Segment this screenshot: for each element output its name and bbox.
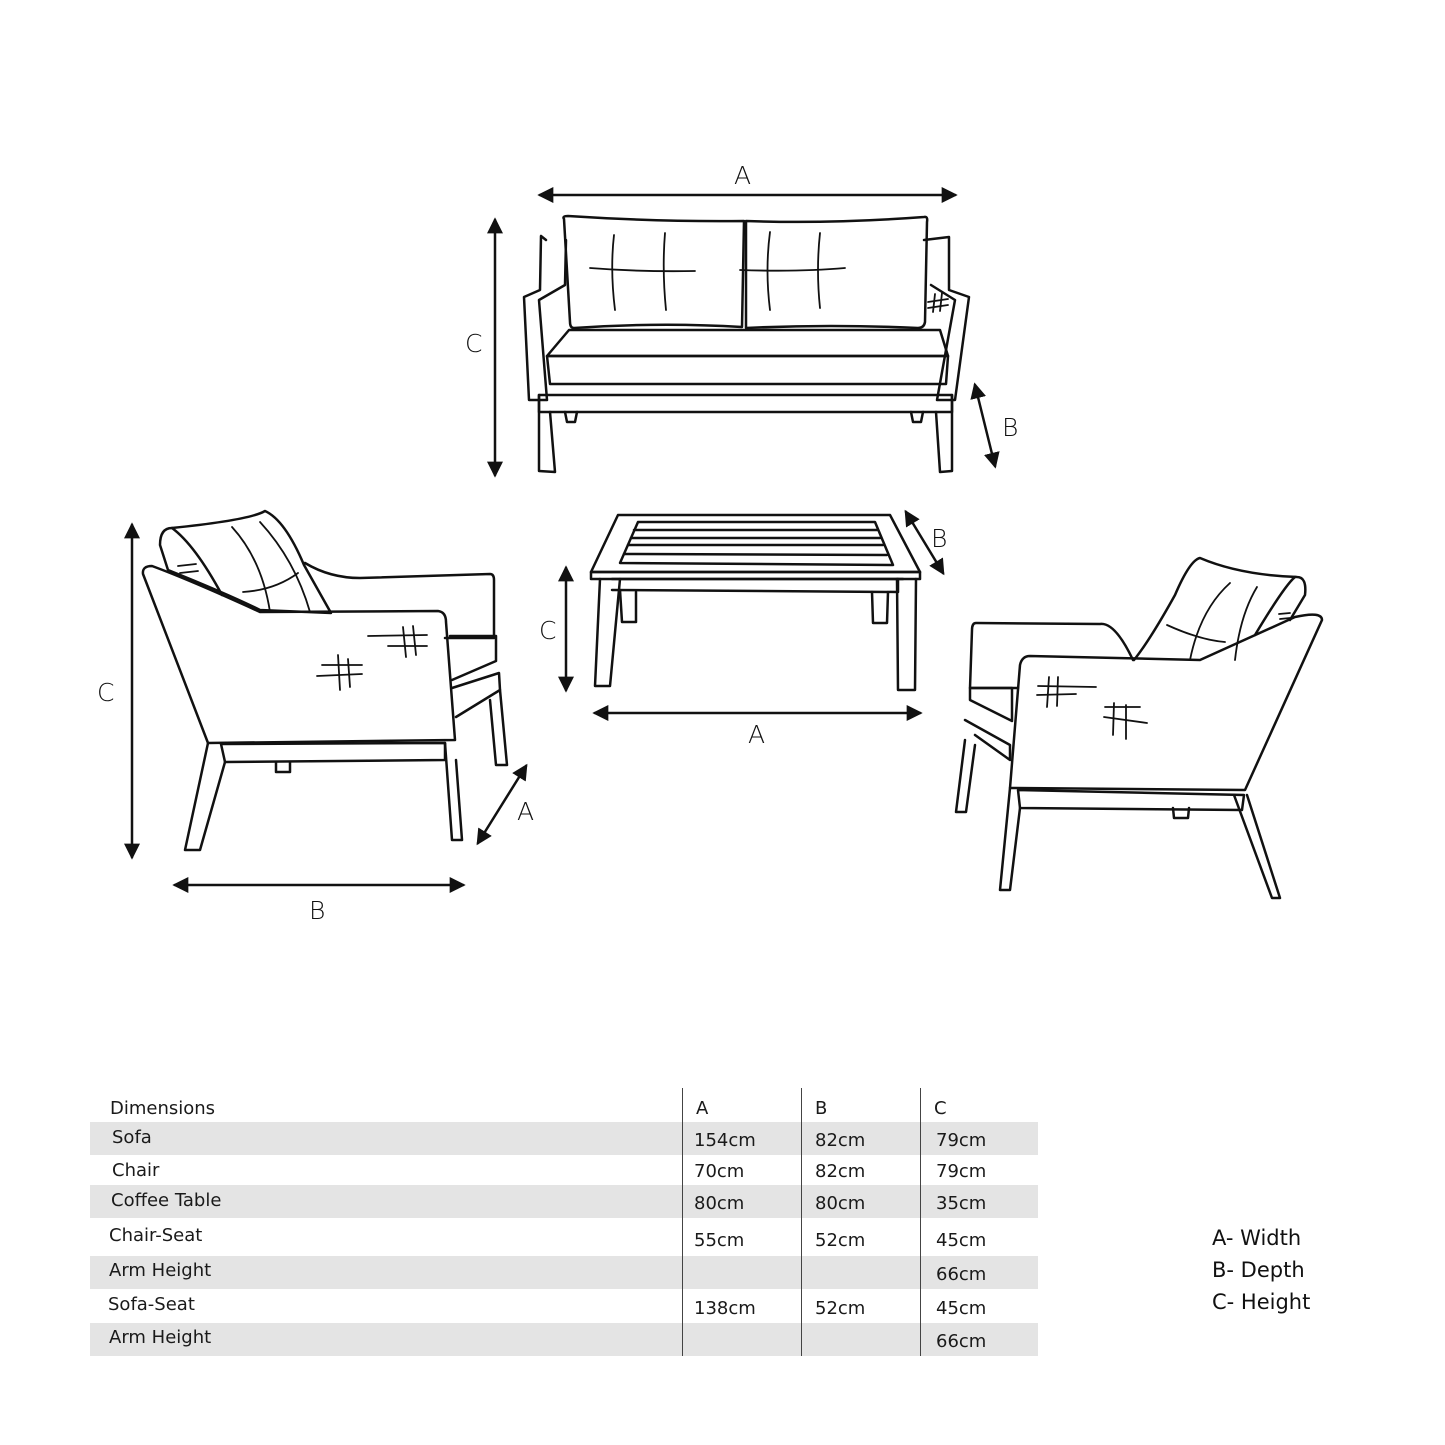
table-height-label: C xyxy=(539,616,557,645)
row-name: Arm Height xyxy=(109,1327,212,1348)
cell-c: 45cm xyxy=(936,1298,987,1319)
header-a: A xyxy=(696,1098,709,1119)
table-row: Sofa-Seat 138cm 52cm 45cm xyxy=(90,1289,1038,1322)
cell-c: 66cm xyxy=(936,1331,987,1352)
cell-a: 55cm xyxy=(694,1230,745,1251)
table-row: Arm Height 66cm xyxy=(90,1256,1038,1289)
coffee-table-drawing xyxy=(558,509,945,721)
chair-height-label: C xyxy=(97,678,115,707)
table-row: Chair-Seat 55cm 52cm 45cm xyxy=(90,1219,1038,1252)
left-chair-drawing xyxy=(124,509,528,893)
furniture-diagram: A C B C B A B C A xyxy=(97,161,1324,925)
table-row: Coffee Table 80cm 80cm 35cm xyxy=(90,1185,1038,1218)
cell-a: 154cm xyxy=(694,1130,756,1151)
cell-b: 82cm xyxy=(815,1130,866,1151)
table-row: Sofa 154cm 82cm 79cm xyxy=(90,1122,1038,1155)
cell-a: 138cm xyxy=(694,1298,756,1319)
sofa-height-label: C xyxy=(465,329,483,358)
column-divider xyxy=(682,1088,683,1356)
sofa-width-label: A xyxy=(734,161,752,190)
row-name: Chair xyxy=(112,1160,160,1181)
row-name: Arm Height xyxy=(109,1260,212,1281)
dimension-legend: A- Width B- Depth C- Height xyxy=(1212,1222,1310,1318)
table-row: Chair 70cm 82cm 79cm xyxy=(90,1155,1038,1188)
cell-c: 45cm xyxy=(936,1230,987,1251)
chair-width-label: A xyxy=(517,797,535,826)
legend-depth: B- Depth xyxy=(1212,1258,1305,1282)
legend-height: C- Height xyxy=(1212,1290,1311,1314)
header-dimensions: Dimensions xyxy=(110,1098,216,1119)
chair-depth-label: B xyxy=(309,896,326,925)
cell-b: 52cm xyxy=(815,1298,866,1319)
cell-b: 52cm xyxy=(815,1230,866,1251)
right-chair-drawing xyxy=(954,556,1324,900)
table-depth-label: B xyxy=(931,524,948,553)
cell-b: 80cm xyxy=(815,1193,866,1214)
cell-a: 70cm xyxy=(694,1161,745,1182)
sofa-depth-label: B xyxy=(1002,413,1019,442)
row-name: Chair-Seat xyxy=(109,1225,203,1246)
sofa-drawing xyxy=(487,187,1000,478)
header-c: C xyxy=(934,1098,947,1119)
row-name: Sofa-Seat xyxy=(108,1294,195,1315)
table-row: Arm Height 66cm xyxy=(90,1323,1038,1356)
column-divider xyxy=(920,1088,921,1356)
table-header-row: Dimensions A B C xyxy=(90,1088,1038,1121)
table-width-label: A xyxy=(748,720,766,749)
cell-c: 35cm xyxy=(936,1193,987,1214)
cell-b: 82cm xyxy=(815,1161,866,1182)
cell-c: 66cm xyxy=(936,1264,987,1285)
cell-a: 80cm xyxy=(694,1193,745,1214)
row-name: Coffee Table xyxy=(111,1190,222,1211)
legend-width: A- Width xyxy=(1212,1226,1302,1250)
cell-c: 79cm xyxy=(936,1130,987,1151)
column-divider xyxy=(801,1088,802,1356)
cell-c: 79cm xyxy=(936,1161,987,1182)
row-name: Sofa xyxy=(112,1127,152,1148)
header-b: B xyxy=(815,1098,828,1119)
